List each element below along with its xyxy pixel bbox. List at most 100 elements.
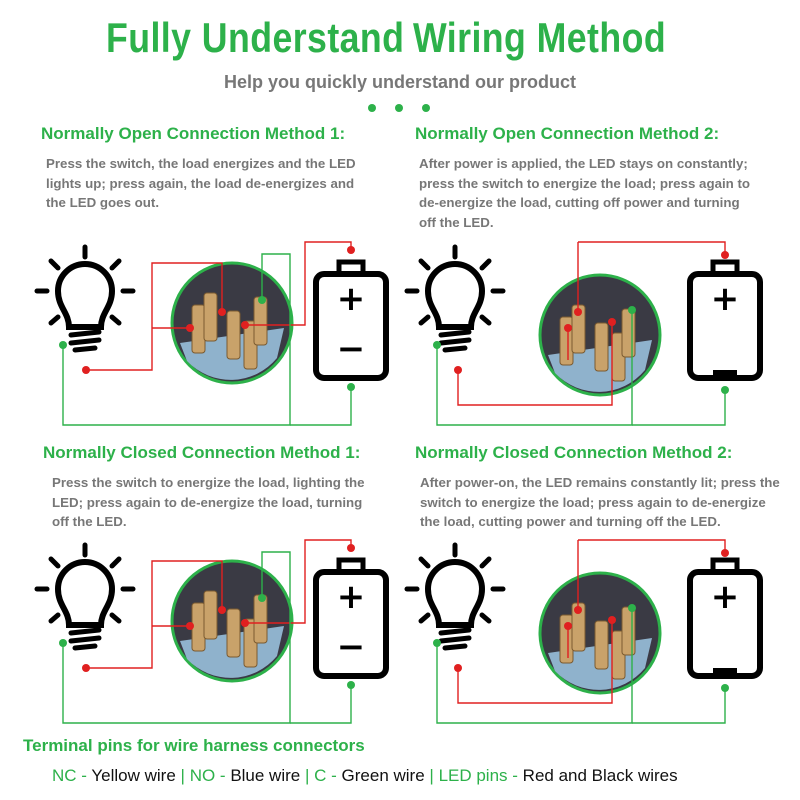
bulb-glass (54, 261, 116, 330)
green-wire (436, 608, 633, 724)
battery-icon: +− (313, 557, 389, 679)
red-wire-dot (347, 246, 355, 254)
green-wire-dot (59, 341, 67, 349)
bulb-ray (109, 258, 122, 271)
bulb-ray (479, 258, 492, 271)
bulb-glass (424, 261, 486, 330)
red-wire-dot (241, 619, 249, 627)
red-wire-dot (218, 606, 226, 614)
red-wire (245, 241, 352, 326)
bulb-glass (54, 559, 116, 628)
bulb-base (442, 643, 468, 651)
red-wire-dot (82, 664, 90, 672)
title-right: Wiring Method (413, 14, 667, 61)
battery-body (687, 271, 763, 381)
red-wire-dot (721, 251, 729, 259)
red-wire-dot (564, 622, 572, 630)
red-wire-dot (454, 366, 462, 374)
switch-pin (253, 594, 268, 644)
no-label: NO - (189, 766, 226, 785)
bulb-ray (48, 556, 61, 569)
subtitle: Help you quickly understand our product (223, 72, 577, 92)
green-wire-dot (721, 684, 729, 692)
battery-minus: − (337, 627, 366, 667)
green-wire (62, 253, 291, 426)
section-text: After power-on, the LED remains constant… (420, 475, 780, 529)
switch-photo (538, 273, 662, 397)
no-value: Blue wire (230, 766, 301, 785)
bulb-base (438, 337, 472, 346)
red-wire-dot (721, 549, 729, 557)
red-wire-dot (218, 308, 226, 316)
led-label: LED pins - (438, 766, 518, 785)
title-left: Fully Understand (106, 14, 405, 61)
bulb-base (72, 643, 98, 651)
red-wire-dot (608, 616, 616, 624)
bulb-ray (109, 314, 122, 326)
section-heading: Normally Open Connection Method 1: (41, 124, 346, 143)
red-wire (86, 262, 223, 371)
light-bulb-icon (34, 542, 136, 651)
c-label: C - (314, 766, 337, 785)
bulb-ray (48, 258, 61, 271)
light-bulb-icon (404, 542, 506, 651)
bulb-ray (418, 258, 431, 271)
bulb-ray (479, 612, 492, 624)
switch-pin (559, 614, 574, 664)
section-text: Press the switch to energize the load, l… (52, 475, 365, 529)
battery-plus: + (711, 577, 740, 617)
bulb-base (438, 635, 472, 644)
bulb-base (68, 329, 102, 338)
switch-photo (538, 571, 662, 695)
green-wire-dot (258, 594, 266, 602)
battery-terminal (713, 668, 737, 674)
nc-label: NC - (52, 766, 87, 785)
red-wire (457, 620, 613, 704)
bulb-base (442, 345, 468, 353)
red-wire-dot (454, 664, 462, 672)
battery-minus: − (337, 329, 366, 369)
footer-heading: Terminal pins for wire harness connector… (23, 736, 365, 755)
battery-plus: + (337, 577, 366, 617)
battery-plus: + (337, 279, 366, 319)
bulb-base (68, 337, 102, 346)
red-wire-dot (574, 606, 582, 614)
green-wire-dot (721, 386, 729, 394)
bulb-glass (424, 559, 486, 628)
green-wire (436, 310, 633, 426)
separator: | (304, 766, 310, 785)
green-wire (290, 387, 352, 426)
green-wire-dot (628, 604, 636, 612)
red-wire-dot (186, 324, 194, 332)
bulb-base (68, 627, 102, 636)
bulb-ray (109, 556, 122, 569)
led-value: Red and Black wires (522, 766, 678, 785)
green-wire (632, 390, 726, 426)
red-wire-dot (347, 544, 355, 552)
green-wire (62, 551, 291, 724)
red-wire-dot (186, 622, 194, 630)
battery-terminal (713, 370, 737, 376)
green-wire-dot (628, 306, 636, 314)
battery-body (687, 569, 763, 679)
red-wire-dot (608, 318, 616, 326)
red-wire (578, 539, 726, 553)
red-wire-dot (241, 321, 249, 329)
bulb-base (438, 627, 472, 636)
switch-pin (203, 590, 218, 640)
switch-pin (594, 620, 609, 670)
section-heading: Normally Closed Connection Method 1: (43, 443, 361, 462)
bulb-ray (109, 612, 122, 624)
red-wire (245, 539, 352, 624)
switch-pin (621, 308, 636, 358)
bulb-ray (48, 314, 61, 326)
section-text: Press the switch, the load energizes and… (46, 156, 356, 210)
green-wire-dot (347, 383, 355, 391)
switch-pin (594, 322, 609, 372)
green-wire-dot (59, 639, 67, 647)
green-wire-dot (433, 639, 441, 647)
bulb-ray (479, 314, 492, 326)
light-bulb-icon (34, 244, 136, 353)
